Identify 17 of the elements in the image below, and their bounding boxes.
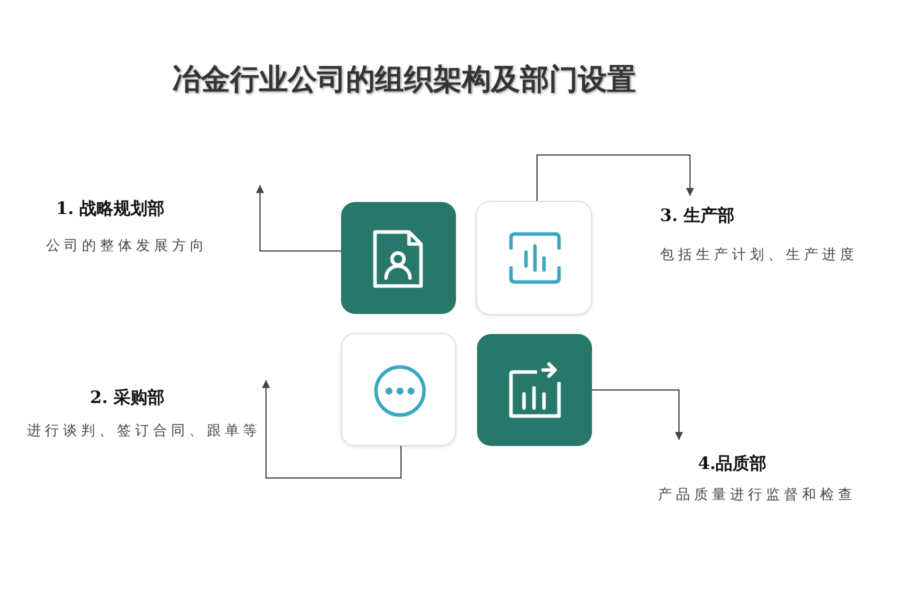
department-heading: 2. 采购部	[90, 387, 165, 409]
icon-tile	[477, 334, 592, 446]
connector-arrow	[262, 380, 402, 478]
connector-arrow	[592, 390, 683, 440]
icon-tile	[476, 201, 592, 315]
connector-arrow	[536, 154, 694, 202]
department-heading: 4.品质部	[698, 453, 767, 475]
icon-tile	[341, 202, 456, 314]
department-heading: 3. 生产部	[660, 205, 735, 227]
department-description: 公司的整体发展方向	[46, 237, 208, 255]
icon-tile	[341, 333, 456, 446]
department-description: 产品质量进行监督和检查	[658, 486, 856, 504]
department-description: 进行谈判、签订合同、跟单等	[27, 422, 261, 440]
department-description: 包括生产计划、生产进度	[660, 246, 858, 264]
department-heading: 1. 战略规划部	[56, 198, 165, 220]
title: 冶金行业公司的组织架构及部门设置	[171, 61, 637, 98]
connector-arrow	[256, 184, 342, 252]
